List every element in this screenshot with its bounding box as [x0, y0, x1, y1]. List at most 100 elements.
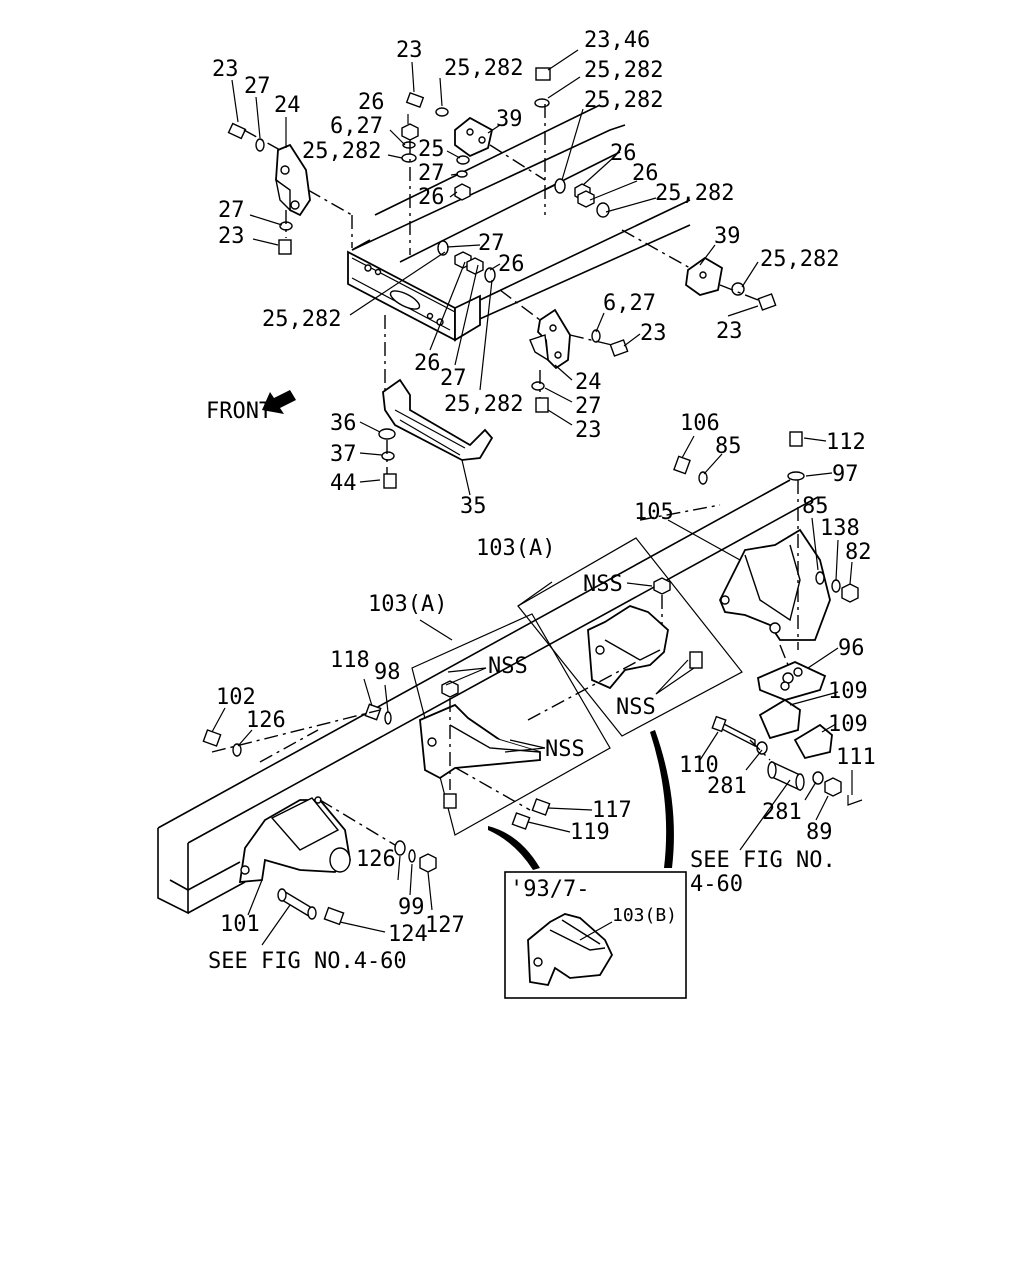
bracket-24-left: [274, 143, 311, 217]
callout-85: 85: [802, 494, 829, 519]
callout-110: 110: [679, 753, 719, 778]
callout-25-282: 25,282: [584, 88, 663, 113]
shackle-plates-109: [758, 698, 833, 760]
callout-96: 96: [838, 636, 865, 661]
callout-26: 26: [414, 351, 441, 376]
callout-127: 127: [425, 913, 465, 938]
callout-nss: NSS: [488, 654, 528, 679]
callout-25-282: 25,282: [262, 307, 341, 332]
inset-103b: [504, 871, 687, 999]
bracket-39-top: [454, 116, 494, 158]
lower-hardware: [202, 431, 859, 873]
callout-103b: 103(B): [612, 905, 677, 926]
callout-101: 101: [220, 912, 260, 937]
bracket-24-right: [529, 308, 571, 370]
callout-25-282: 25,282: [584, 58, 663, 83]
callout-117: 117: [592, 798, 632, 823]
arrow-left-down-icon: [262, 390, 296, 414]
callout-97: 97: [832, 462, 859, 487]
callout-44: 44: [330, 471, 357, 496]
callout-6-27: 6,27: [330, 114, 383, 139]
callout-126: 126: [356, 847, 396, 872]
callout-27: 27: [244, 74, 271, 99]
lower-leaders: [211, 435, 853, 946]
box-103a-left: [411, 613, 611, 836]
see-fig-note-right: SEE FIG NO.: [690, 848, 836, 873]
pin-and-fitting: [277, 888, 345, 926]
upper-leaders: [231, 49, 759, 496]
callout-26: 26: [632, 161, 659, 186]
callout-26: 26: [358, 90, 385, 115]
callout-25-282: 25,282: [444, 56, 523, 81]
callout-26: 26: [498, 252, 525, 277]
inset-date-label: '93/7-: [510, 877, 589, 902]
callout-25-282: 25,282: [760, 247, 839, 272]
box-103a-right: [517, 537, 743, 737]
callout-35: 35: [460, 494, 487, 519]
bracket-35: [382, 378, 494, 461]
callout-23: 23: [212, 57, 239, 82]
callout-112: 112: [826, 430, 866, 455]
callout-23: 23: [218, 224, 245, 249]
callout-labels: 23 27 24 23 25,282 23,46 25,282 26 6,27 …: [206, 28, 876, 974]
callout-37: 37: [330, 442, 357, 467]
callout-118: 118: [330, 648, 370, 673]
bracket-105: [719, 480, 831, 650]
callout-109: 109: [828, 679, 868, 704]
callout-106: 106: [680, 411, 720, 436]
callout-27: 27: [218, 198, 245, 223]
callout-103a: 103(A): [476, 536, 555, 561]
see-fig-note-right-number: 4-60: [690, 872, 743, 897]
callout-26: 26: [610, 141, 637, 166]
callout-138: 138: [820, 516, 860, 541]
see-fig-note-left: SEE FIG NO.4-60: [208, 949, 407, 974]
callout-25-282: 25,282: [655, 181, 734, 206]
callout-103a: 103(A): [368, 592, 447, 617]
callout-27: 27: [440, 366, 467, 391]
callout-85: 85: [715, 434, 742, 459]
callout-27: 27: [418, 161, 445, 186]
callout-24: 24: [274, 93, 301, 118]
callout-27: 27: [478, 231, 505, 256]
callout-99: 99: [398, 895, 425, 920]
callout-89: 89: [806, 820, 833, 845]
callout-39: 39: [714, 224, 741, 249]
callout-23: 23: [396, 38, 423, 63]
callout-27: 27: [575, 394, 602, 419]
callout-82: 82: [845, 540, 872, 565]
callout-119: 119: [570, 820, 610, 845]
plate-96: [756, 661, 827, 701]
callout-nss: NSS: [545, 737, 585, 762]
callout-23: 23: [640, 321, 667, 346]
callout-6-27: 6,27: [603, 291, 656, 316]
callout-111: 111: [836, 745, 876, 770]
callout-25-282: 25,282: [444, 392, 523, 417]
callout-39: 39: [496, 107, 523, 132]
lower-frame-rail: [157, 479, 819, 915]
callout-124: 124: [388, 922, 428, 947]
callout-26: 26: [418, 185, 445, 210]
callout-25-282: 25,282: [302, 139, 381, 164]
callout-nss: NSS: [616, 695, 656, 720]
callout-23-46: 23,46: [584, 28, 650, 53]
callout-102: 102: [216, 685, 256, 710]
callout-25: 25: [418, 137, 445, 162]
callout-126: 126: [246, 708, 286, 733]
front-label: FRONT: [206, 399, 272, 424]
callout-36: 36: [330, 411, 357, 436]
callout-24: 24: [575, 370, 602, 395]
upper-hardware: [227, 67, 777, 489]
upper-crossmember: [347, 104, 691, 342]
callout-98: 98: [374, 660, 401, 685]
callout-23: 23: [716, 319, 743, 344]
callout-23: 23: [575, 418, 602, 443]
callout-281: 281: [707, 774, 747, 799]
callout-109: 109: [828, 712, 868, 737]
callout-281: 281: [762, 800, 802, 825]
callout-nss: NSS: [583, 572, 623, 597]
bracket-39-right: [685, 256, 723, 296]
bracket-101: [238, 796, 351, 883]
rear-pin-bolt: [711, 715, 863, 806]
callout-105: 105: [634, 500, 674, 525]
